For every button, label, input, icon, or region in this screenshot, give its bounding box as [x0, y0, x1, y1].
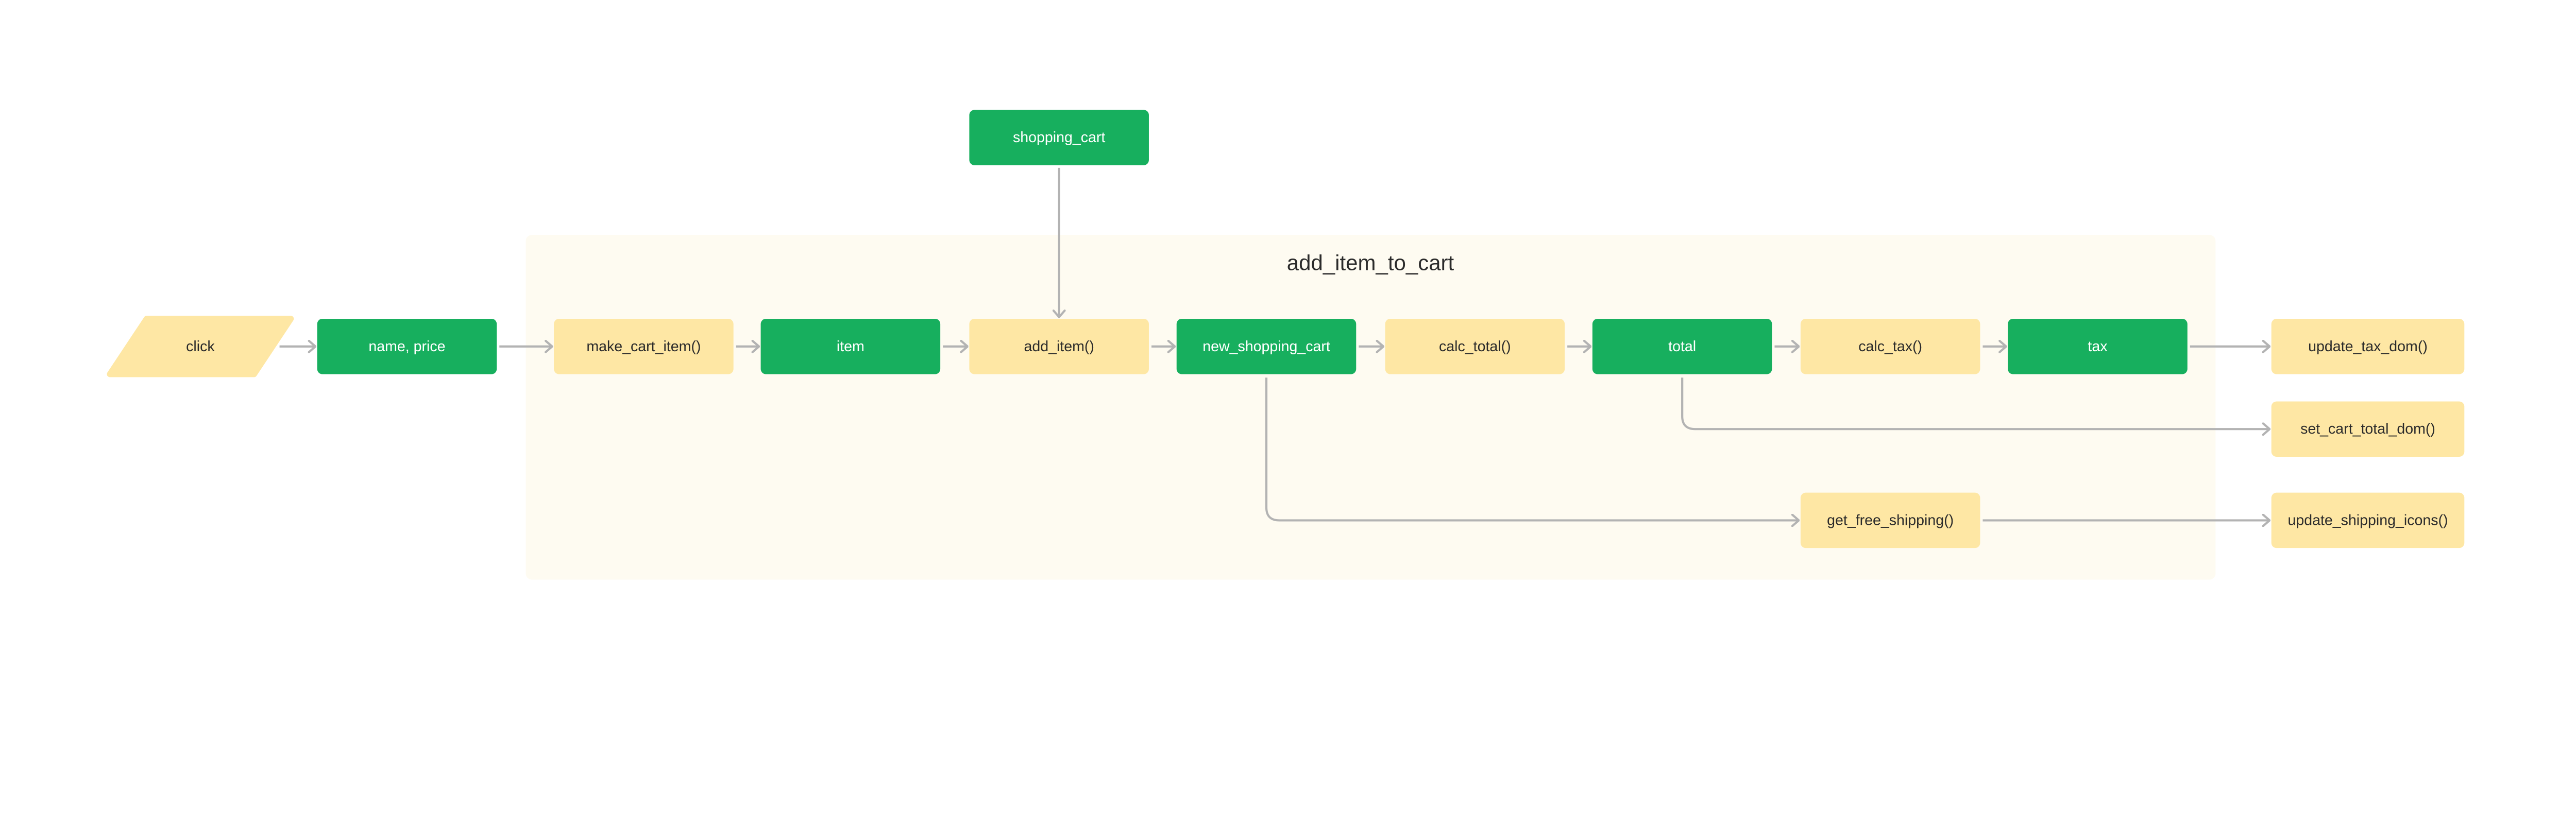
node-label: tax	[2088, 338, 2107, 355]
node-label: set_cart_total_dom()	[2300, 421, 2435, 437]
node-total[interactable]: total	[1592, 319, 1772, 374]
node-shape	[107, 316, 294, 377]
node-new-shopping-cart[interactable]: new_shopping_cart	[1176, 319, 1357, 374]
node-shopping-cart[interactable]: shopping_cart	[969, 110, 1149, 165]
node-shape	[969, 110, 1149, 165]
node-label: calc_total()	[1439, 338, 1511, 355]
node-update-tax-dom[interactable]: update_tax_dom()	[2271, 319, 2465, 374]
node-label: click	[186, 338, 215, 355]
node-shape	[2271, 319, 2465, 374]
node-set-cart-total-dom[interactable]: set_cart_total_dom()	[2271, 401, 2465, 457]
node-calc-total[interactable]: calc_total()	[1385, 319, 1565, 374]
node-label: item	[837, 338, 865, 355]
flow-diagram: add_item_to_cart click name, price make_ca…	[107, 110, 2465, 580]
node-add-item[interactable]: add_item()	[969, 319, 1149, 374]
node-shape	[2271, 401, 2465, 457]
node-label: get_free_shipping()	[1827, 512, 1954, 528]
node-label: shopping_cart	[1013, 129, 1105, 146]
node-item[interactable]: item	[760, 319, 941, 374]
node-make-cart-item[interactable]: make_cart_item()	[554, 319, 734, 374]
node-name-price[interactable]: name, price	[317, 319, 497, 374]
node-label: update_shipping_icons()	[2287, 512, 2448, 528]
node-label: new_shopping_cart	[1202, 338, 1330, 355]
node-shape	[1800, 492, 1980, 548]
node-shape	[2008, 319, 2188, 374]
node-label: name, price	[368, 338, 445, 355]
node-shape	[1385, 319, 1565, 374]
node-tax[interactable]: tax	[2008, 319, 2188, 374]
node-get-free-shipping[interactable]: get_free_shipping()	[1800, 492, 1980, 548]
edge-total-to-set-cart-total-dom	[1681, 377, 2269, 429]
node-shape	[1176, 319, 1357, 374]
node-shape	[1592, 319, 1772, 374]
group-add-item-to-cart	[526, 235, 2216, 580]
node-label: total	[1668, 338, 1696, 355]
node-update-shipping-icons[interactable]: update_shipping_icons()	[2271, 492, 2465, 548]
node-label: calc_tax()	[1858, 338, 1922, 355]
node-shape	[969, 319, 1149, 374]
node-shape	[2271, 492, 2465, 548]
node-shape	[1800, 319, 1980, 374]
nodes: click name, price make_cart_item() item add_…	[107, 110, 2465, 548]
node-label: update_tax_dom()	[2308, 338, 2428, 355]
node-shape	[554, 319, 734, 374]
node-label: make_cart_item()	[586, 338, 701, 355]
node-shape	[317, 319, 497, 374]
node-label: add_item()	[1024, 338, 1094, 355]
node-calc-tax[interactable]: calc_tax()	[1800, 319, 1980, 374]
edge-new-shopping-cart-to-get-free-shipping	[1265, 377, 1799, 520]
node-shape	[760, 319, 941, 374]
edges	[279, 167, 2270, 521]
group-title: add_item_to_cart	[1287, 250, 1454, 274]
node-click[interactable]: click	[107, 316, 294, 377]
